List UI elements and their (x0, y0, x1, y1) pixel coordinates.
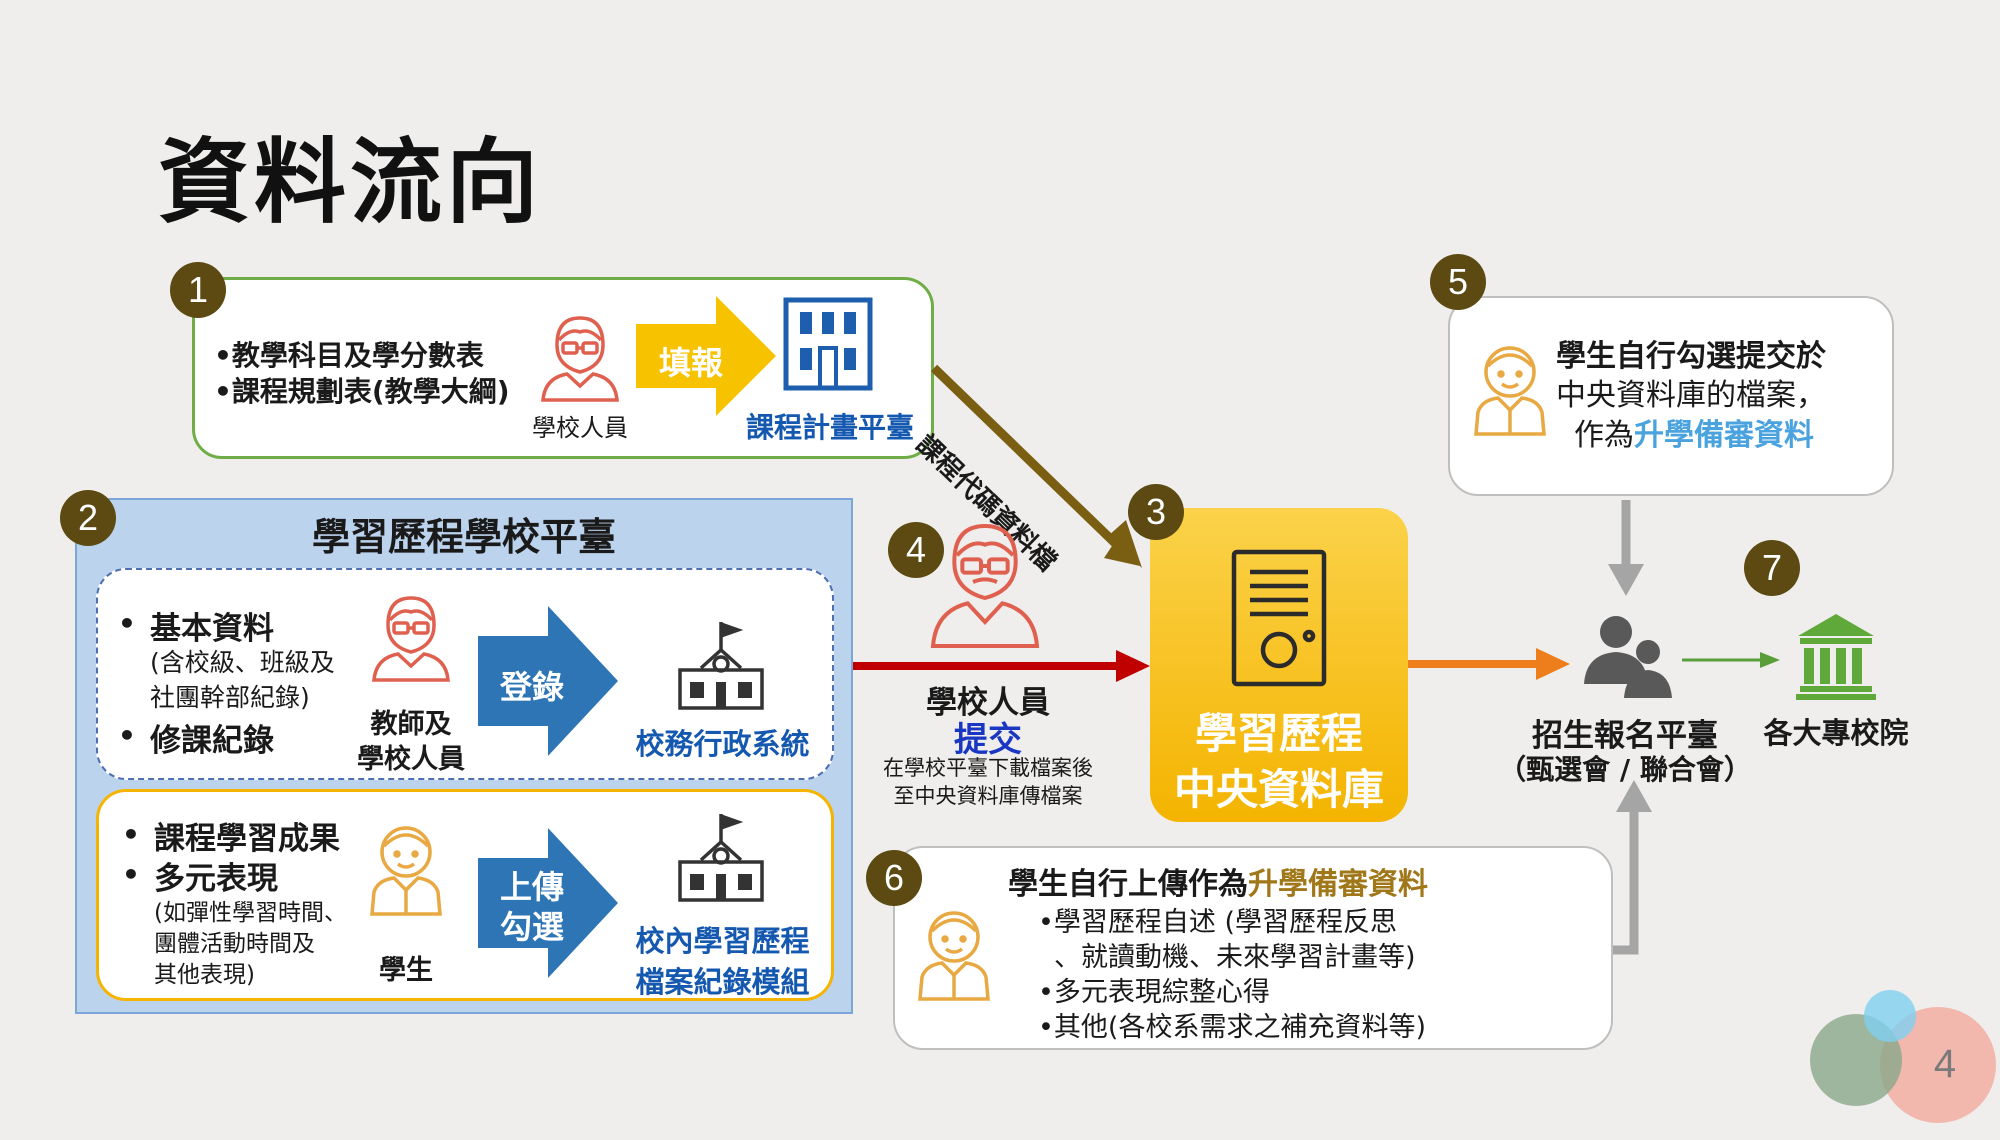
multi-performance-detail: 其他表現) (154, 962, 255, 988)
student-upload-item: •學習歷程自述 (學習歷程反思 (1038, 907, 1398, 938)
bullet-dot: • (118, 607, 136, 640)
staff-label: 學校人員 (532, 414, 628, 442)
step-badge-4: 4 (888, 522, 944, 578)
register-arrow-icon (478, 606, 618, 756)
central-database-label: 學習歷程 (1194, 709, 1363, 758)
student-select-prefix: 作為 (1574, 418, 1634, 453)
central-database-label: 中央資料庫 (1173, 765, 1384, 814)
staff-person-icon (541, 316, 619, 402)
student-upload-headline: 學生自行上傳作為升學備審資料 (1008, 859, 1428, 903)
student-person-icon (1474, 346, 1546, 436)
student-upload-item: •多元表現綜整心得 (1038, 977, 1270, 1008)
admin-system-box (96, 568, 834, 780)
bullet-dot: • (118, 719, 136, 752)
course-plan-bullet: •課程規劃表(教學大綱) (214, 375, 510, 408)
enrollment-platform-sub: （甄選會 / 聯合會） (1498, 753, 1752, 786)
course-plan-platform-label: 課程計畫平臺 (745, 411, 914, 444)
student-person-icon (370, 826, 442, 916)
course-plan-bullet: •教學科目及學分數表 (214, 339, 484, 372)
student-upload-box (893, 846, 1613, 1050)
student-label: 學生 (379, 955, 433, 986)
step-badge-6: 6 (866, 850, 922, 906)
basic-data-label: 基本資料 (150, 611, 274, 647)
portfolio-module-label: 檔案紀錄模組 (635, 965, 810, 999)
page-title: 資料流向 (158, 129, 543, 236)
step-badge-1: 1 (170, 262, 226, 318)
teacher-label: 教師及 (370, 709, 452, 740)
step-badge-5: 5 (1430, 254, 1486, 310)
step-badge-3: 3 (1128, 484, 1184, 540)
student-select-text: 學生自行勾選提交於 (1556, 339, 1826, 374)
building-icon (783, 297, 873, 391)
fill-in-arrow-icon (636, 296, 776, 416)
portfolio-module-box (96, 789, 834, 1001)
application-material-highlight: 升學備審資料 (1248, 867, 1428, 902)
step-badge-2: 2 (60, 490, 116, 546)
register-label: 登錄 (499, 668, 564, 706)
multi-performance-label: 多元表現 (154, 861, 278, 897)
step4-note: 在學校平臺下載檔案後 (883, 756, 1093, 780)
portfolio-module-label: 校內學習歷程 (635, 924, 810, 958)
step-badge-7: 7 (1744, 540, 1800, 596)
step4-note: 至中央資料庫傳檔案 (893, 784, 1083, 808)
step4-staff-label: 學校人員 (926, 685, 1050, 721)
school-building-icon (678, 814, 764, 902)
staff-person-icon (930, 523, 1040, 648)
student-person-icon (918, 911, 990, 1001)
basic-data-detail: 社團幹部紀錄) (150, 683, 310, 712)
student-upload-item: •其他(各校系需求之補充資料等) (1038, 1012, 1426, 1043)
bullet-dot: • (122, 818, 140, 851)
student-upload-prefix: 學生自行上傳作為 (1008, 867, 1248, 902)
decorative-circles (1810, 990, 1996, 1123)
server-icon (1231, 549, 1327, 687)
upload-arrow-icon (478, 828, 618, 978)
application-material-highlight: 升學備審資料 (1634, 418, 1814, 453)
school-building-icon (678, 622, 764, 710)
enrollment-platform-label: 招生報名平臺 (1532, 718, 1718, 754)
admin-system-label: 校務行政系統 (635, 727, 810, 761)
basic-data-detail: (含校級、班級及 (150, 648, 335, 677)
university-icon (1796, 614, 1876, 700)
multi-performance-detail: 團體活動時間及 (154, 931, 315, 957)
student-select-text: 中央資料庫的檔案， (1556, 378, 1826, 413)
school-platform-title: 學習歷程學校平臺 (311, 515, 616, 559)
universities-label: 各大專校院 (1763, 716, 1909, 750)
select-label: 勾選 (499, 908, 564, 946)
teacher-person-icon (372, 596, 450, 682)
bullet-dot: • (122, 858, 140, 891)
course-outcome-label: 課程學習成果 (154, 821, 340, 857)
student-upload-item: 、就讀動機、未來學習計畫等) (1054, 942, 1416, 973)
page-number: 4 (1933, 1042, 1957, 1086)
student-select-box (1448, 296, 1894, 496)
step4-submit-label: 提交 (954, 720, 1022, 760)
multi-performance-detail: (如彈性學習時間、 (154, 900, 347, 926)
teacher-label: 學校人員 (357, 744, 465, 775)
upload-label: 上傳 (499, 868, 564, 906)
student-select-text: 作為升學備審資料 (1574, 410, 1814, 454)
people-group-icon (1584, 616, 1672, 698)
course-record-label: 修課紀錄 (150, 723, 274, 759)
fill-in-label: 填報 (658, 344, 723, 382)
